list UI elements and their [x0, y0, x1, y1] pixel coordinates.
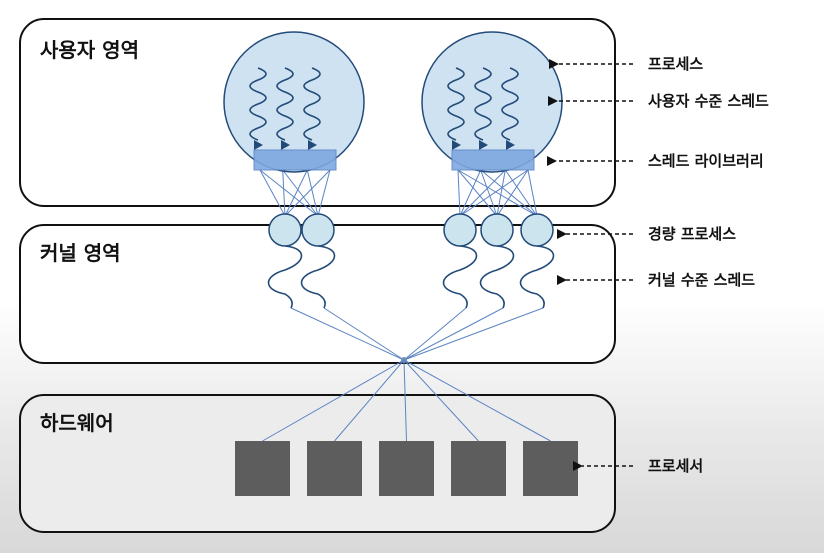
library-lwp-connector: [459, 169, 506, 217]
library-lwp-connector: [457, 169, 461, 217]
library-lwp-connector: [282, 169, 286, 217]
label-lwp: 경량 프로세스: [648, 225, 736, 243]
lwp-4: [480, 213, 514, 247]
user-thread-icon: [276, 67, 294, 141]
thread-library-box: [451, 149, 535, 171]
library-lwp-connector: [504, 169, 538, 217]
user-thread-arrowhead: [479, 140, 488, 150]
hub-processor-connector: [403, 359, 479, 442]
process-circle: [421, 31, 563, 173]
user-thread-arrowhead: [281, 140, 290, 150]
lwp-2: [301, 213, 335, 247]
label-kernel-thread: 커널 수준 스레드: [648, 271, 755, 289]
user-thread-icon: [303, 67, 321, 141]
library-lwp-connector: [496, 169, 529, 217]
library-lwp-connector: [259, 169, 319, 217]
kernel-threads-group: [267, 245, 555, 309]
user-thread-arrowhead: [308, 140, 317, 150]
connector-lines: [259, 169, 551, 442]
label-process: 프로세스: [648, 55, 703, 73]
library-lwp-connector: [527, 169, 538, 217]
processor-1: [235, 441, 290, 496]
lwp-1: [268, 213, 302, 247]
kernel-thread-1: [267, 245, 303, 309]
processor-2: [307, 441, 362, 496]
library-lwp-connector: [457, 169, 538, 217]
processor-5: [523, 441, 578, 496]
label-thread-library: 스레드 라이브러리: [648, 152, 764, 170]
kernel-hub-connector: [403, 307, 544, 361]
process-1: [223, 31, 365, 173]
kernel-thread-2: [300, 245, 336, 309]
lwp-group: [268, 213, 554, 247]
library-lwp-connector: [459, 169, 529, 217]
kernel-space-title: 커널 영역: [40, 241, 121, 265]
kernel-thread-4: [479, 245, 515, 309]
library-lwp-connector: [282, 169, 319, 217]
library-lwp-connector: [459, 169, 482, 217]
library-lwp-connector: [284, 169, 308, 217]
thread-library-box: [253, 149, 337, 171]
processors-group: [235, 441, 578, 496]
label-user-thread: 사용자 수준 스레드: [648, 92, 769, 110]
library-lwp-connector: [457, 169, 498, 217]
processes-group: [223, 31, 563, 173]
kernel-thread-3: [442, 245, 478, 309]
user-thread-arrowhead: [254, 140, 263, 150]
library-lwp-connector: [259, 169, 286, 217]
library-lwp-connector: [496, 169, 506, 217]
kernel-hub-connector: [403, 307, 504, 361]
user-thread-icon: [474, 67, 492, 141]
kernel-hub-connector: [290, 307, 405, 361]
library-lwp-connector: [480, 169, 498, 217]
library-lwp-connector: [317, 169, 331, 217]
user-thread-icon: [501, 67, 519, 141]
kernel-thread-5: [519, 245, 555, 309]
hardware-title: 하드웨어: [40, 411, 114, 435]
user-thread-arrowhead: [452, 140, 461, 150]
user-space-title: 사용자 영역: [40, 38, 139, 62]
hub-processor-connector: [403, 359, 551, 442]
lwp-5: [520, 213, 554, 247]
library-lwp-connector: [284, 169, 331, 217]
lwp-3: [443, 213, 477, 247]
kernel-hub-connector: [403, 307, 467, 361]
hub-processor-connector: [262, 359, 405, 442]
kernel-hub-connector: [323, 307, 405, 361]
user-thread-icon: [447, 67, 465, 141]
callouts-group: 프로세스 사용자 수준 스레드 스레드 라이브러리 경량 프로세스 커널 수준 …: [547, 55, 769, 475]
library-lwp-connector: [480, 169, 538, 217]
user-thread-arrowhead: [506, 140, 515, 150]
hub-processor-connector: [403, 359, 407, 442]
user-thread-icon: [249, 67, 267, 141]
process-2: [421, 31, 563, 173]
processor-4: [451, 441, 506, 496]
label-processor: 프로세서: [648, 457, 703, 475]
hub-processor-connector: [334, 359, 405, 442]
process-circle: [223, 31, 365, 173]
processor-3: [379, 441, 434, 496]
library-lwp-connector: [306, 169, 319, 217]
